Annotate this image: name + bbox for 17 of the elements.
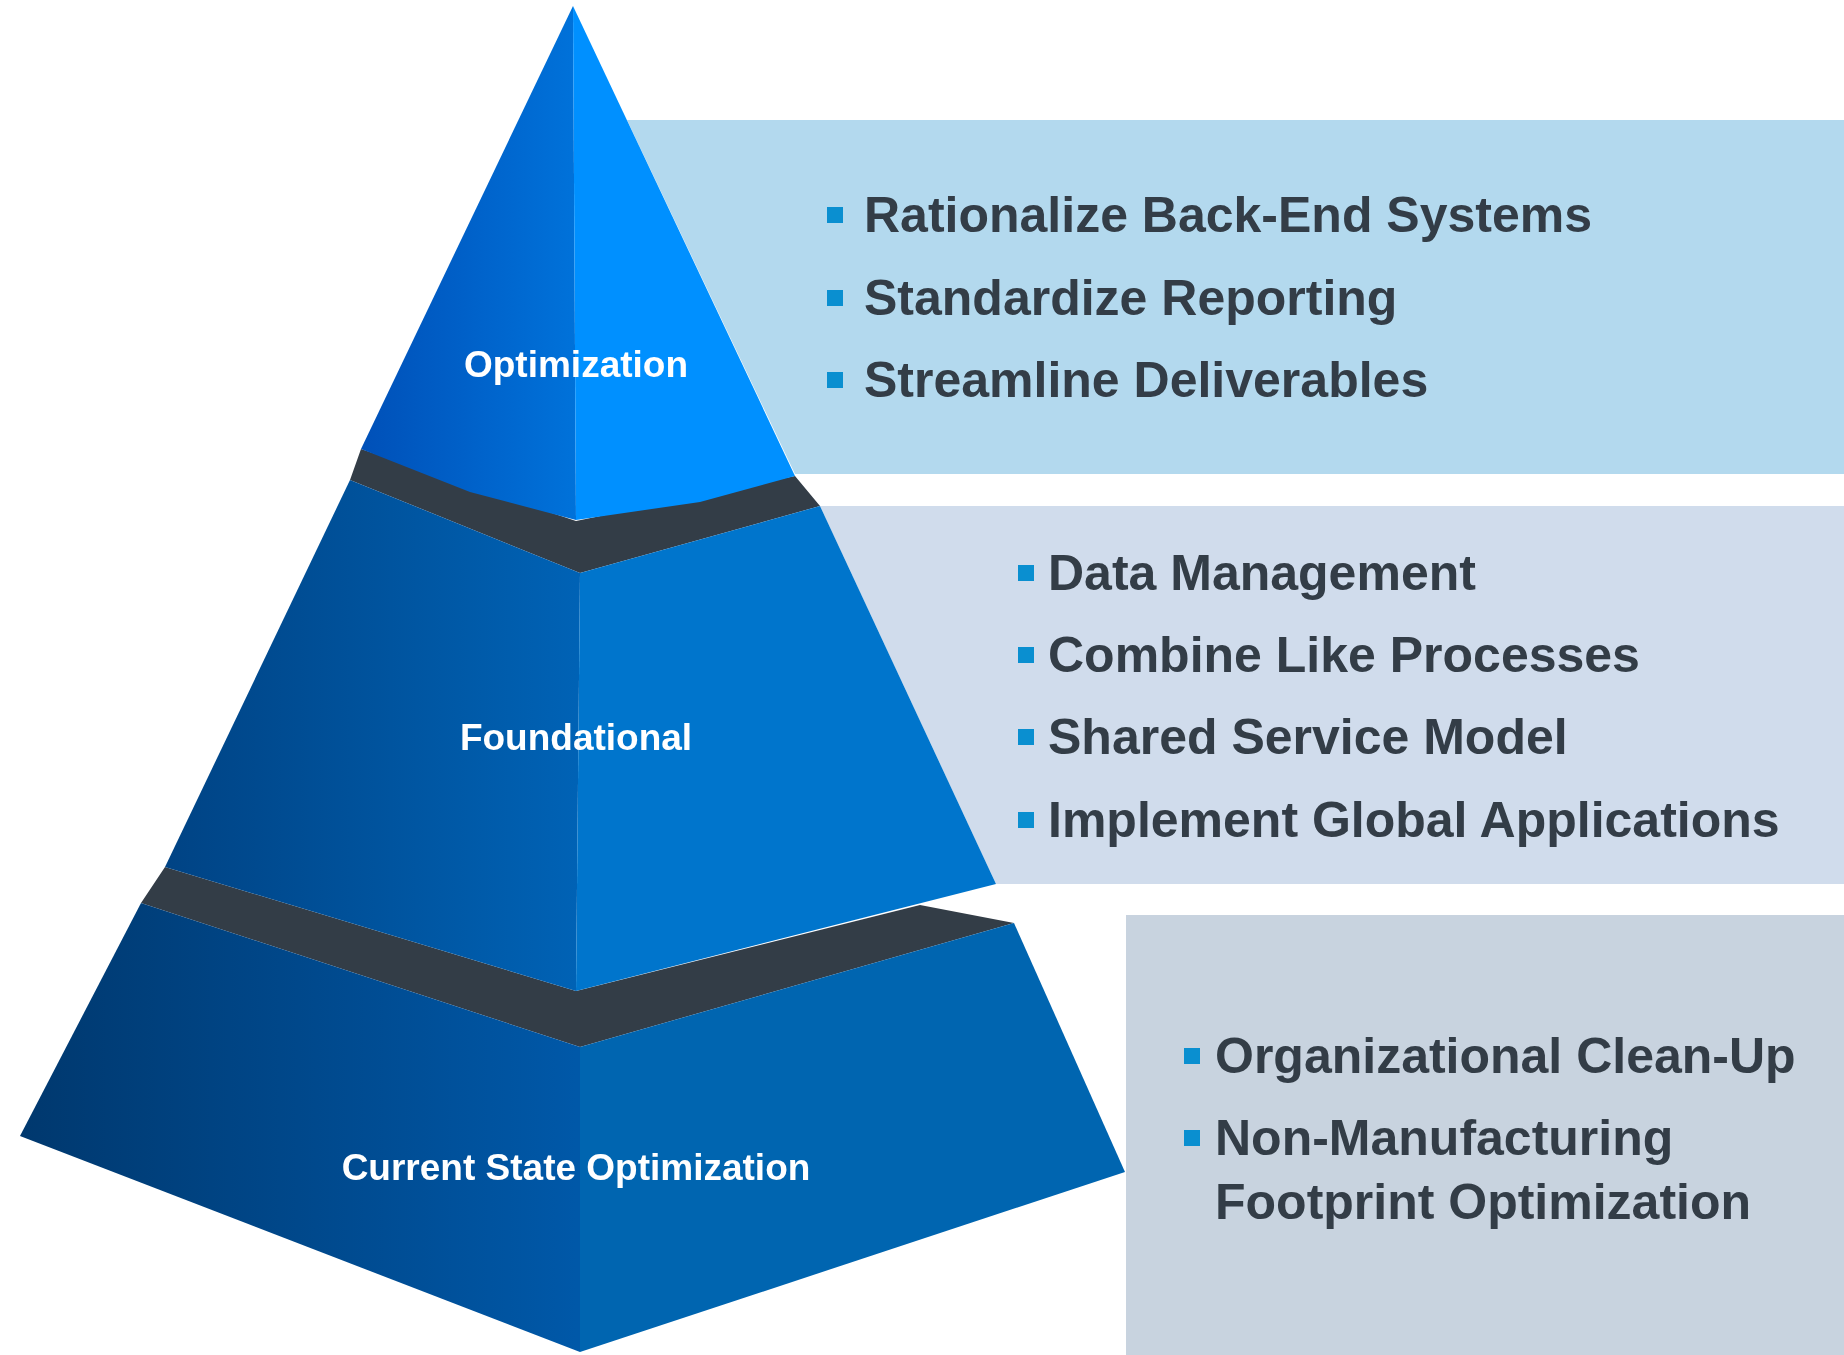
tier-label: Foundational	[459, 717, 693, 759]
list-item-text: Organizational Clean-Up	[1215, 1027, 1796, 1086]
band-panel	[820, 506, 1844, 884]
pyramid-tier	[20, 903, 1125, 1352]
list-item-text: Non-Manufacturing Footprint Optimization	[1215, 1109, 1752, 1232]
list-item-text: Shared Service Model	[1048, 708, 1568, 767]
list-item-text: Data Management	[1048, 544, 1476, 603]
list-item-text: Implement Global Applications	[1048, 791, 1780, 850]
band-panel	[1126, 915, 1844, 1355]
list-item-text: Standardize Reporting	[864, 269, 1398, 328]
list-item-text: Rationalize Back-End Systems	[864, 186, 1593, 245]
pyramid-tier	[165, 480, 996, 991]
list-item-text: Streamline Deliverables	[864, 351, 1429, 410]
tier-label: Optimization	[464, 344, 688, 386]
pyramid-tier	[361, 6, 795, 520]
list-item-text: Combine Like Processes	[1048, 626, 1640, 685]
tier-label: Current State Optimization	[341, 1147, 811, 1189]
